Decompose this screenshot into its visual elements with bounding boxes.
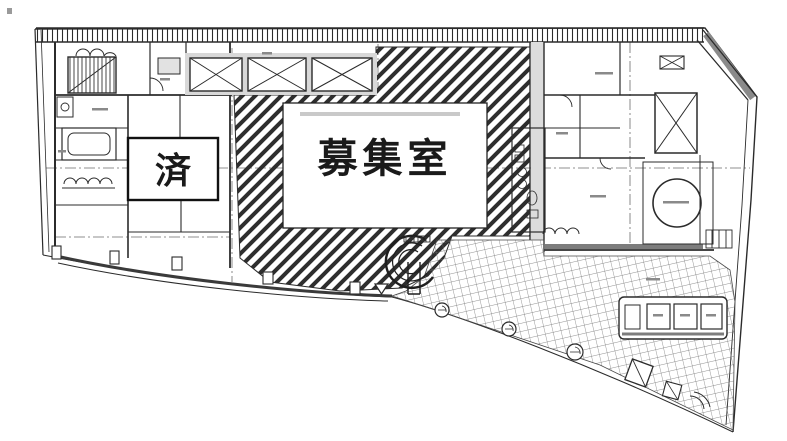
small-stair-icon: [705, 229, 733, 249]
turntable-circle-icon: [652, 178, 702, 228]
tree-icon: [434, 302, 450, 318]
elevator-shaft-icon: [247, 57, 307, 92]
toilet-icon: [511, 127, 546, 233]
spiral-ramp-icon: [384, 234, 434, 295]
stairs-icon: [67, 56, 117, 94]
scallop-edge: [542, 227, 580, 235]
tree-icons: [434, 302, 584, 361]
room-label-mark: [663, 201, 689, 204]
elevator-shaft-icon: [659, 55, 685, 70]
planter-icon: [673, 303, 698, 330]
tree-icon: [501, 321, 517, 337]
planter-icon: [646, 303, 671, 330]
elevator-bank: [185, 53, 377, 95]
elevator-shaft-icon: [189, 57, 243, 92]
available-room-label: 募集室: [317, 136, 453, 182]
entry-marker-icon: [373, 283, 390, 296]
scan-smudge: [300, 112, 460, 116]
available-room-label-box: 募集室: [282, 102, 488, 229]
plaza-paving: [390, 239, 736, 431]
circular-feature-room: [642, 161, 714, 245]
planter-icon: [700, 303, 723, 330]
lavatory-stall-arcs: [75, 48, 117, 57]
right-rooms-walls: [544, 42, 714, 251]
elevator-shaft-icon: [311, 57, 373, 92]
walkway-curb: [51, 245, 393, 302]
closet-fixture: [56, 96, 74, 118]
bench-icon: [661, 380, 683, 401]
top-boundary-wall: [36, 27, 758, 101]
core-wall-column: [529, 42, 545, 252]
leased-room-label-box: 済: [126, 136, 220, 202]
print-artifact: [7, 8, 12, 14]
elevator-shaft-icon: [654, 92, 698, 154]
tree-icon: [566, 343, 584, 361]
planter-icon: [624, 304, 641, 330]
room-label-marks: [58, 52, 660, 281]
planter-row: [618, 296, 728, 340]
curb-posts: [51, 245, 361, 295]
bathtub-icon: [61, 127, 117, 161]
bench-icon: [624, 358, 654, 388]
corner-steps-icon: [689, 391, 711, 410]
leased-room-label: 済: [155, 151, 191, 192]
top-small-room: [149, 57, 181, 92]
scallop-edge: [63, 177, 113, 185]
